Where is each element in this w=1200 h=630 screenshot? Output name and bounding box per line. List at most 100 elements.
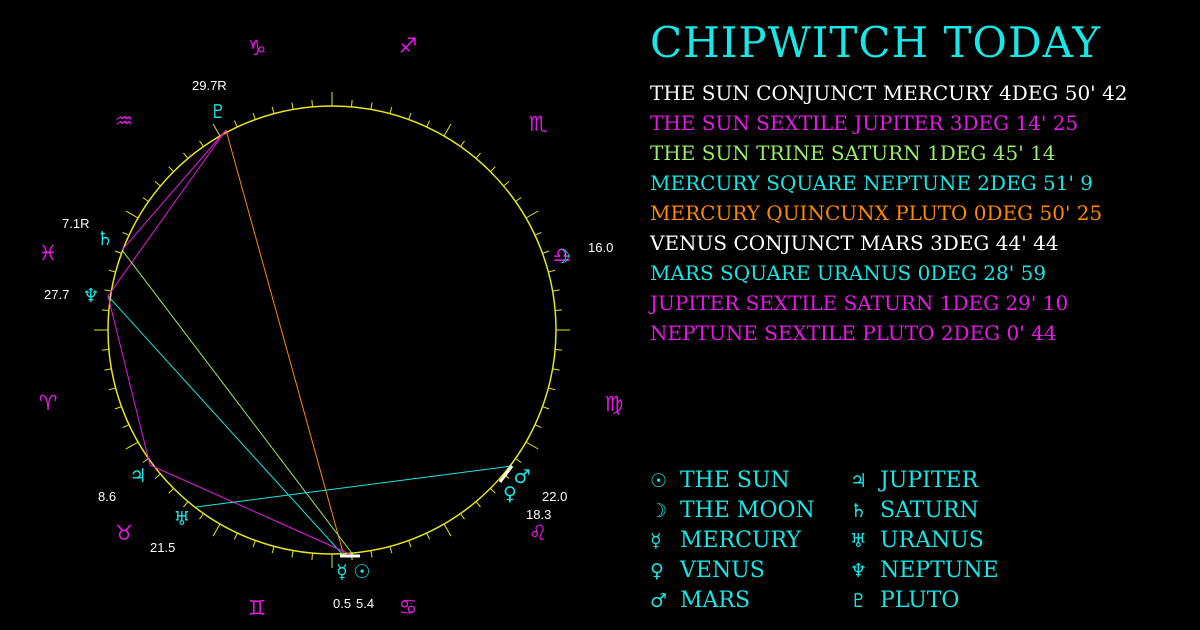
aquarius-icon: ♒ [115,109,134,133]
legend-item-mars: ♂ MARS [650,586,815,616]
legend-label: MARS [680,588,751,613]
planet-degrees: 29.7R 7.1R 27.7 16.0 22.0 18.3 8.6 21.5 … [44,78,613,611]
neptune-icon: ♆ [850,560,868,582]
degree-tick [542,250,550,254]
pluto-degree: 29.7R [192,78,227,93]
pluto-icon: ♇ [850,590,868,612]
saturn-icon: ♄ [850,500,868,522]
mars-icon: ♂ [650,590,668,612]
sun-icon: ☉ [650,470,668,492]
aspect-line-pluto-saturn [121,129,227,251]
legend-item-jupiter: ♃ JUPITER [850,466,999,496]
sign-glyphs: ♑ ♐ ♏ ♎ ♍ ♌ ♋ ♊ ♉ ♈ ♓ ♒ [39,34,624,620]
degree-tick [408,112,412,120]
virgo-icon: ♍ [605,392,624,416]
legend-item-venus: ♀VENUS [650,556,815,586]
degree-tick [108,387,116,391]
degree-tick [555,309,563,311]
pisces-icon: ♓ [39,241,58,265]
degree-tick [490,488,496,494]
degree-tick [311,553,313,561]
degree-tick [125,441,139,450]
degree-tick [534,424,542,429]
degree-tick [426,532,431,540]
legend-item-mercury: ☿ MERCURY [650,526,815,556]
degree-tick [291,550,294,558]
mercury-icon: ☿ [336,561,348,583]
legend-label: MERCURY [680,528,801,553]
mars-icon: ♂ [513,466,530,488]
cancer-icon: ♋ [399,595,418,619]
aspect-line-neptune-mercury [107,295,345,557]
degree-tick [154,473,161,479]
natal-wheel: ♑ ♐ ♏ ♎ ♍ ♌ ♋ ♊ ♉ ♈ ♓ ♒ ♇ ♄ ♆ ☽ ♂ ♀ ♃ ♅ … [39,34,624,620]
degree-tick [370,550,373,558]
planet-glyphs: ♇ ♄ ♆ ☽ ♂ ♀ ♃ ♅ ☿ ☉ [82,101,570,583]
aspect-item: THE SUN CONJUNCT MERCURY 4DEG 50' 42 [650,81,1128,105]
legend-item-uranus: ♅URANUS [850,526,999,556]
degree-tick [122,424,130,429]
uranus-icon: ♅ [850,530,868,552]
moon-icon: ☽ [650,500,668,522]
degree-tick [271,546,275,554]
degree-tick [389,546,393,554]
degree-tick [114,250,122,254]
uranus-degree: 21.5 [150,540,175,555]
degree-tick [104,289,112,292]
gemini-icon: ♊ [248,596,267,620]
degree-tick [233,120,238,128]
aspect-item: MERCURY QUINCUNX PLUTO 0DEG 50' 25 [650,201,1103,225]
degree-tick [525,441,539,450]
degree-tick [408,540,412,548]
sun-icon: ☉ [353,561,370,583]
page-title: CHIPWITCH TODAY [650,18,1101,67]
degree-tick [534,231,542,236]
saturn-icon: ♄ [96,228,113,250]
saturn-degree: 7.1R [62,216,89,231]
aspect-item: MERCURY SQUARE NEPTUNE 2DEG 51' 9 [650,171,1094,195]
degree-tick [426,120,431,128]
degree-tick [252,112,256,120]
legend-label: SATURN [880,498,979,523]
degree-tick [548,387,556,391]
taurus-icon: ♉ [115,521,134,545]
libra-icon: ♎ [553,243,572,267]
planet-legend-right: ♃ JUPITER ♄ SATURN ♅URANUS ♆ NEPTUNE ♇ PLUTO [850,466,999,616]
degree-tick [154,181,161,187]
degree-tick [108,269,116,273]
legend-item-moon: ☽THE MOON [650,496,815,526]
aspect-line-mars-venus [498,465,514,483]
aspect-line-neptune-jupiter [107,295,151,466]
legend-label: PLUTO [880,588,960,613]
aspect-item: MARS SQUARE URANUS 0DEG 28' 59 [650,261,1047,285]
venus-degree: 18.3 [526,507,551,522]
aspect-line-jupiter-sun [149,464,355,557]
degree-tick [212,523,221,537]
degree-tick [183,501,189,508]
degree-tick [503,181,510,187]
degree-tick [460,140,465,147]
degree-tick [490,166,496,172]
degree-tick [552,368,560,371]
mercury-icon: ☿ [650,530,662,552]
degree-tick [168,488,174,494]
degree-tick [212,123,221,137]
uranus-icon: ♅ [173,508,190,530]
neptune-icon: ♆ [82,285,99,307]
legend-label: NEPTUNE [880,558,999,583]
degree-tick [199,140,204,147]
degree-tick [548,269,556,273]
aries-icon: ♈ [39,391,58,415]
degree-tick [271,106,275,114]
scorpio-icon: ♏ [529,112,548,136]
pluto-icon: ♇ [209,101,226,123]
legend-label: JUPITER [880,468,979,493]
aspect-list: THE SUN CONJUNCT MERCURY 4DEG 50' 42 THE… [650,78,1127,348]
degree-tick [101,349,109,351]
aspect-line-pluto-neptune [107,129,227,297]
legend-label: THE SUN [680,468,790,493]
wheel-circle [107,105,557,555]
degree-tick [114,406,122,410]
jupiter-icon: ♃ [850,470,868,492]
venus-icon: ♀ [503,483,517,505]
